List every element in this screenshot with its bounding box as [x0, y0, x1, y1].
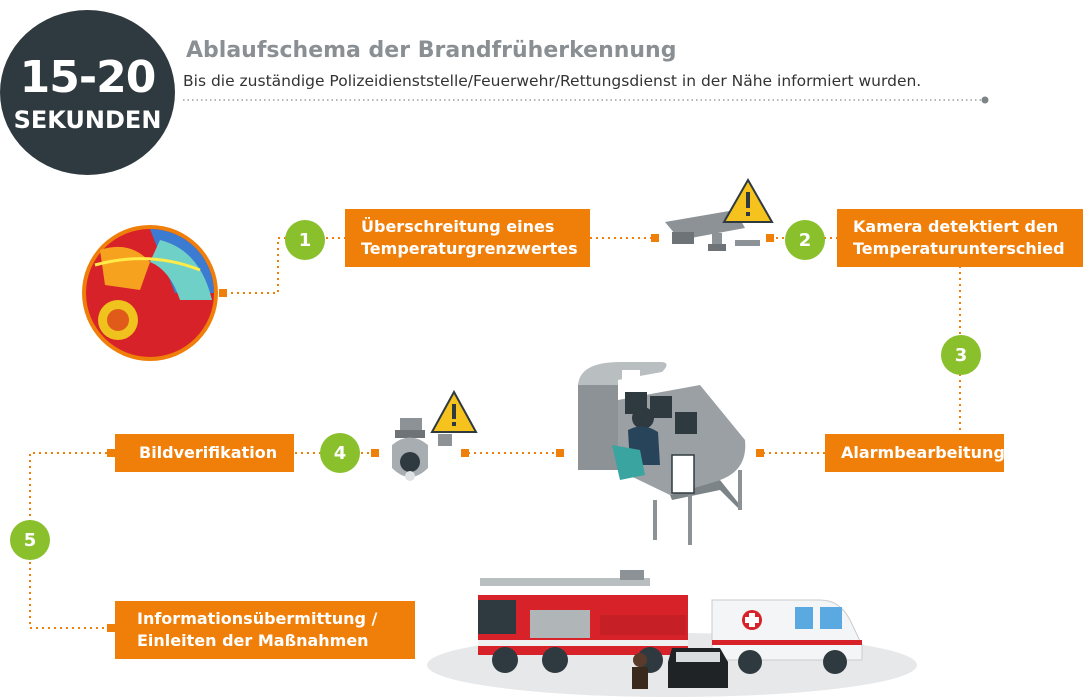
step-2-label-line2: Temperaturunterschied — [853, 239, 1065, 258]
page-subtitle: Bis die zuständige Polizeidienststelle/F… — [183, 72, 922, 90]
step-number-2: 2 — [785, 220, 825, 260]
step-1-label-line2: Temperaturgrenzwertes — [361, 239, 578, 258]
badge-time: 15-20 — [19, 52, 157, 103]
step-5-label-line1: Informationsübermittung / — [137, 609, 378, 628]
step-box-1: Überschreitung eines Temperaturgrenzwert… — [345, 209, 590, 267]
step-5-label-line2: Einleiten der Maßnahmen — [137, 631, 369, 650]
step-box-5: Informationsübermittung / Einleiten der … — [115, 601, 415, 659]
step-box-2: Kamera detektiert den Temperaturuntersch… — [837, 209, 1083, 267]
step-3-label: Alarmbearbeitung — [841, 443, 1005, 462]
step-number-4: 4 — [320, 433, 360, 473]
thermal-car-image — [82, 225, 218, 361]
step-number-5: 5 — [10, 520, 50, 560]
badge-unit: SEKUNDEN — [13, 106, 162, 134]
step-2-label-line1: Kamera detektiert den — [853, 217, 1059, 236]
time-badge: 15-20 SEKUNDEN — [0, 10, 175, 175]
step-box-3: Alarmbearbeitung — [825, 434, 1005, 472]
step-1-label-line1: Überschreitung eines — [361, 217, 555, 236]
page-title: Ablaufschema der Brandfrüherkennung — [186, 38, 677, 63]
step-number-3: 3 — [941, 335, 981, 375]
thermal-camera-icon — [665, 177, 774, 251]
emergency-vehicles-illustration — [427, 570, 917, 697]
step-4-label: Bildverifikation — [139, 443, 278, 462]
operator-desk-illustration — [578, 362, 746, 545]
dome-camera-icon — [392, 389, 478, 481]
step-number-1: 1 — [285, 220, 325, 260]
step-box-4: Bildverifikation — [115, 434, 294, 472]
